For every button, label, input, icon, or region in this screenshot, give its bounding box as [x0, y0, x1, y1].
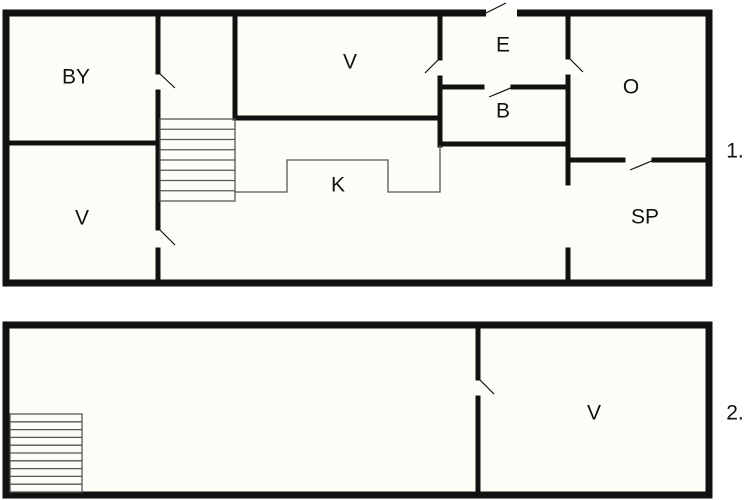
floor-2: V 2. [2, 321, 744, 499]
interior-walls [3, 10, 712, 286]
doors [157, 56, 655, 246]
entrance-door [485, 2, 507, 14]
room-label-o: O [623, 76, 639, 99]
door [477, 377, 495, 395]
staircase [9, 413, 83, 493]
room-label-b: B [496, 100, 510, 123]
kitchen-counter [235, 145, 441, 193]
room-label-k: K [331, 174, 345, 197]
floor-label-1: 1. [726, 140, 744, 163]
floor-1-outer-wall [2, 9, 713, 287]
entrance-gap [486, 9, 517, 17]
floor-2-outer-wall [2, 321, 713, 499]
floor-label-2: 2. [726, 402, 744, 425]
staircase [159, 118, 236, 202]
room-label-e: E [496, 34, 510, 57]
room-label-v: V [343, 51, 357, 74]
room-label-v: V [587, 402, 601, 425]
room-label-v-2: V [75, 207, 89, 230]
floor-1: BY V E B O K V SP 1. [2, 2, 744, 287]
room-label-sp: SP [631, 206, 659, 229]
room-label-by: BY [62, 66, 90, 89]
